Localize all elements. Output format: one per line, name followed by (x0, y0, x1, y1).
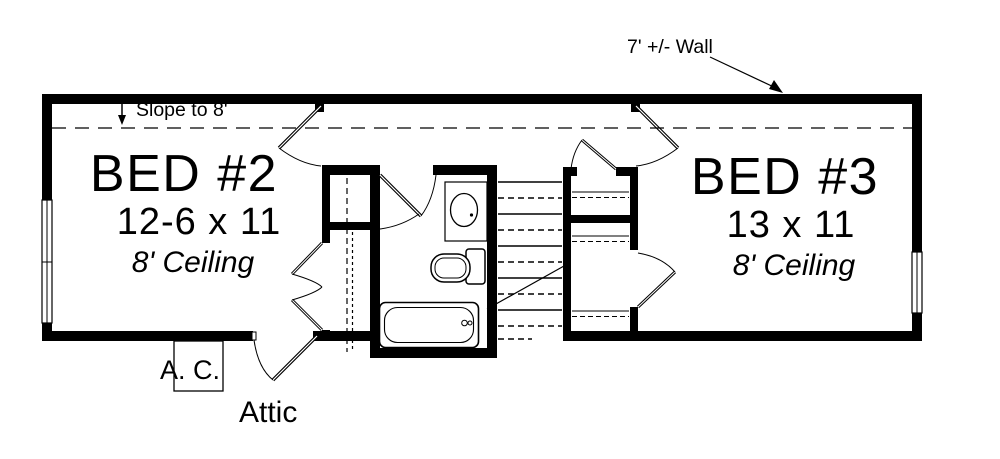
bathroom-walls (370, 165, 497, 358)
tub-faucet (467, 320, 473, 326)
bed3-dimensions: 13 x 11 (726, 204, 856, 246)
staircase (486, 181, 565, 340)
bath-wall-bottom (370, 348, 497, 358)
bed2-closet-rod-lines (346, 178, 354, 352)
bathtub (378, 301, 480, 349)
window-right (911, 251, 923, 314)
window-left (41, 199, 53, 324)
bath-door-jamb (372, 167, 380, 176)
ac-unit-label: A. C. (159, 355, 221, 385)
attic-door-strike-jamb (251, 331, 257, 341)
attic-door (253, 334, 319, 382)
wall-bottom-left (42, 331, 253, 341)
bath-wall-left (370, 165, 380, 358)
sink-vanity (444, 181, 488, 242)
bed3-door-jamb (631, 104, 640, 112)
bed3-closet-walls (563, 167, 638, 341)
bed3-ceiling-height: 8' Ceiling (732, 249, 856, 282)
bed2-dimensions: 12-6 x 11 (116, 201, 282, 243)
bed3-closet-shelves (572, 191, 629, 317)
toilet (430, 248, 486, 285)
wall-left-upper (42, 94, 52, 200)
tub-drain (461, 319, 468, 327)
ac-unit-box (173, 340, 224, 392)
wall-top (42, 94, 922, 104)
bed3-closet-door (636, 252, 677, 309)
attic-label: Attic (239, 396, 298, 429)
bed2-closet-doors (290, 241, 324, 332)
slope-annotation: Slope to 8' (136, 99, 228, 121)
bed3-hall-closet-door (570, 138, 617, 171)
wall-height-annotation: 7' +/- Wall (627, 36, 713, 58)
wall-bottom-right (563, 331, 922, 341)
slope-arrow-icon (118, 101, 126, 125)
bath-wall-right (487, 173, 497, 358)
bed3-room-name: BED #3 (690, 148, 880, 206)
bathroom-door (378, 173, 437, 230)
wall-right-upper (912, 94, 922, 252)
bed2-entry-door (277, 104, 323, 167)
stair-break-line (486, 265, 565, 310)
faucet-dot (469, 213, 474, 217)
wall-right-lower (912, 313, 922, 341)
bath-wall-top (433, 165, 497, 175)
wall-bottom-mid (313, 331, 378, 341)
bed2-ceiling-height: 8' Ceiling (131, 246, 255, 279)
bed3-entry-door (634, 104, 680, 167)
bed2-room-name: BED #2 (89, 145, 279, 203)
exterior-walls (42, 94, 922, 341)
bed2-closet-walls (322, 165, 378, 341)
wall-height-leader-arrow (709, 56, 783, 93)
